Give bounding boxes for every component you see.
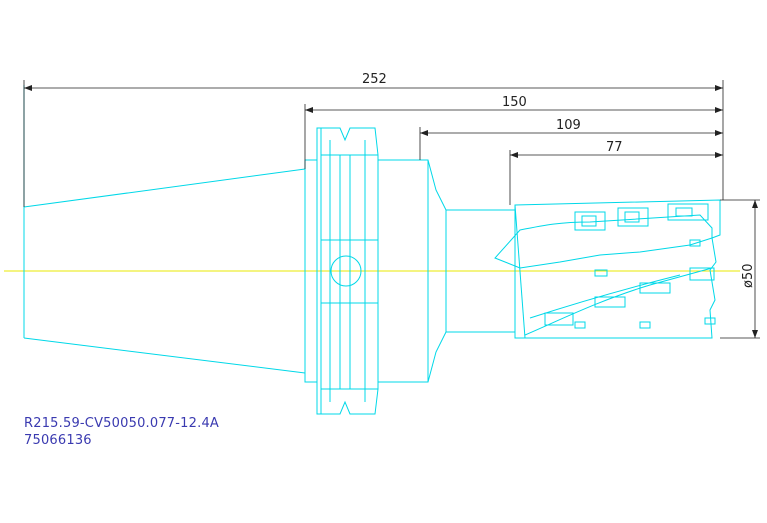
insert xyxy=(617,207,649,227)
dim-label-109: 109 xyxy=(556,118,581,133)
dim-label-252: 252 xyxy=(362,72,387,87)
dim-label-150: 150 xyxy=(502,95,527,110)
flange xyxy=(304,127,379,415)
taper-shank xyxy=(23,85,306,374)
part-code: R215.59-CV50050.077-12.4A xyxy=(24,416,220,431)
insert xyxy=(574,211,606,231)
dimension-lines xyxy=(23,80,760,339)
drive-slot-hole xyxy=(330,255,362,287)
insert xyxy=(667,203,709,221)
cutter-head xyxy=(494,199,721,339)
dim-label-77: 77 xyxy=(606,140,623,155)
dim-label-diameter: ø50 xyxy=(741,264,756,289)
part-number: 75066136 xyxy=(24,433,92,448)
